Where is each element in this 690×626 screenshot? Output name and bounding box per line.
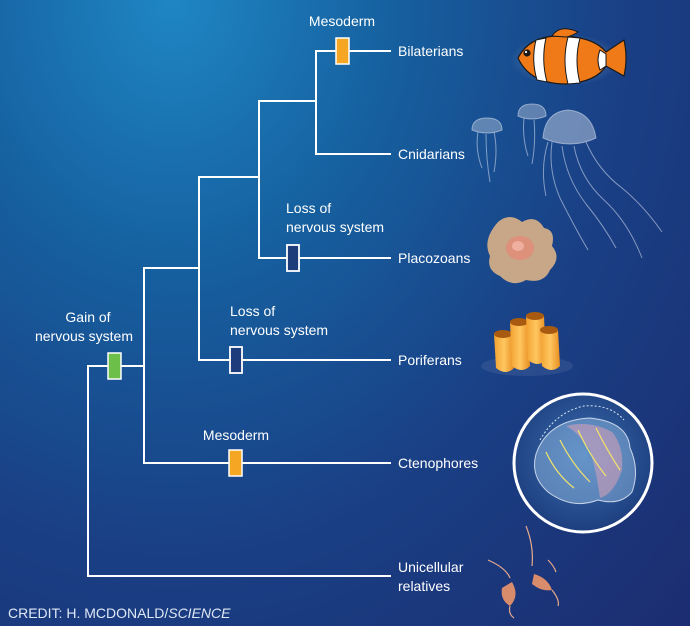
taxon-label-bilaterians: Bilaterians: [398, 43, 463, 59]
loss-label-poriferans-line1: Loss of: [230, 303, 275, 319]
gain-label-line1: Gain of: [65, 309, 110, 325]
mesoderm-marker-bilaterians: [335, 37, 350, 65]
loss-marker-placozoans: [286, 244, 300, 272]
mesoderm-marker-ctenophores: [228, 449, 243, 477]
jellyfish-illustration: [471, 103, 663, 259]
tree-branches: [87, 50, 391, 577]
taxon-label-placozoans: Placozoans: [398, 250, 470, 266]
loss-marker-poriferans: [229, 346, 243, 374]
loss-label-poriferans-line2: nervous system: [230, 322, 328, 338]
taxon-label-unicellular-line1: Unicellular: [398, 559, 464, 575]
gain-label-line2: nervous system: [35, 328, 133, 344]
gain-marker: [107, 352, 122, 380]
taxon-label-cnidarians: Cnidarians: [398, 146, 465, 162]
clownfish-illustration: [510, 28, 627, 86]
credit-prefix: CREDIT: H. MCDONALD/: [8, 605, 168, 621]
credit-text: CREDIT: H. MCDONALD/SCIENCE: [8, 605, 231, 621]
taxon-label-unicellular-line2: relatives: [398, 578, 450, 594]
mesoderm-label-bilaterians: Mesoderm: [309, 13, 375, 29]
taxon-label-poriferans: Poriferans: [398, 352, 462, 368]
taxon-label-ctenophores: Ctenophores: [398, 455, 478, 471]
sponge-illustration: [481, 312, 573, 376]
credit-source: SCIENCE: [168, 605, 231, 621]
unicellular-illustration: [487, 525, 559, 619]
loss-label-placozoans-line1: Loss of: [286, 200, 331, 216]
placozoan-illustration: [487, 217, 557, 284]
ctenophore-illustration: [512, 392, 654, 534]
mesoderm-label-ctenophores: Mesoderm: [203, 427, 269, 443]
loss-label-placozoans-line2: nervous system: [286, 219, 384, 235]
